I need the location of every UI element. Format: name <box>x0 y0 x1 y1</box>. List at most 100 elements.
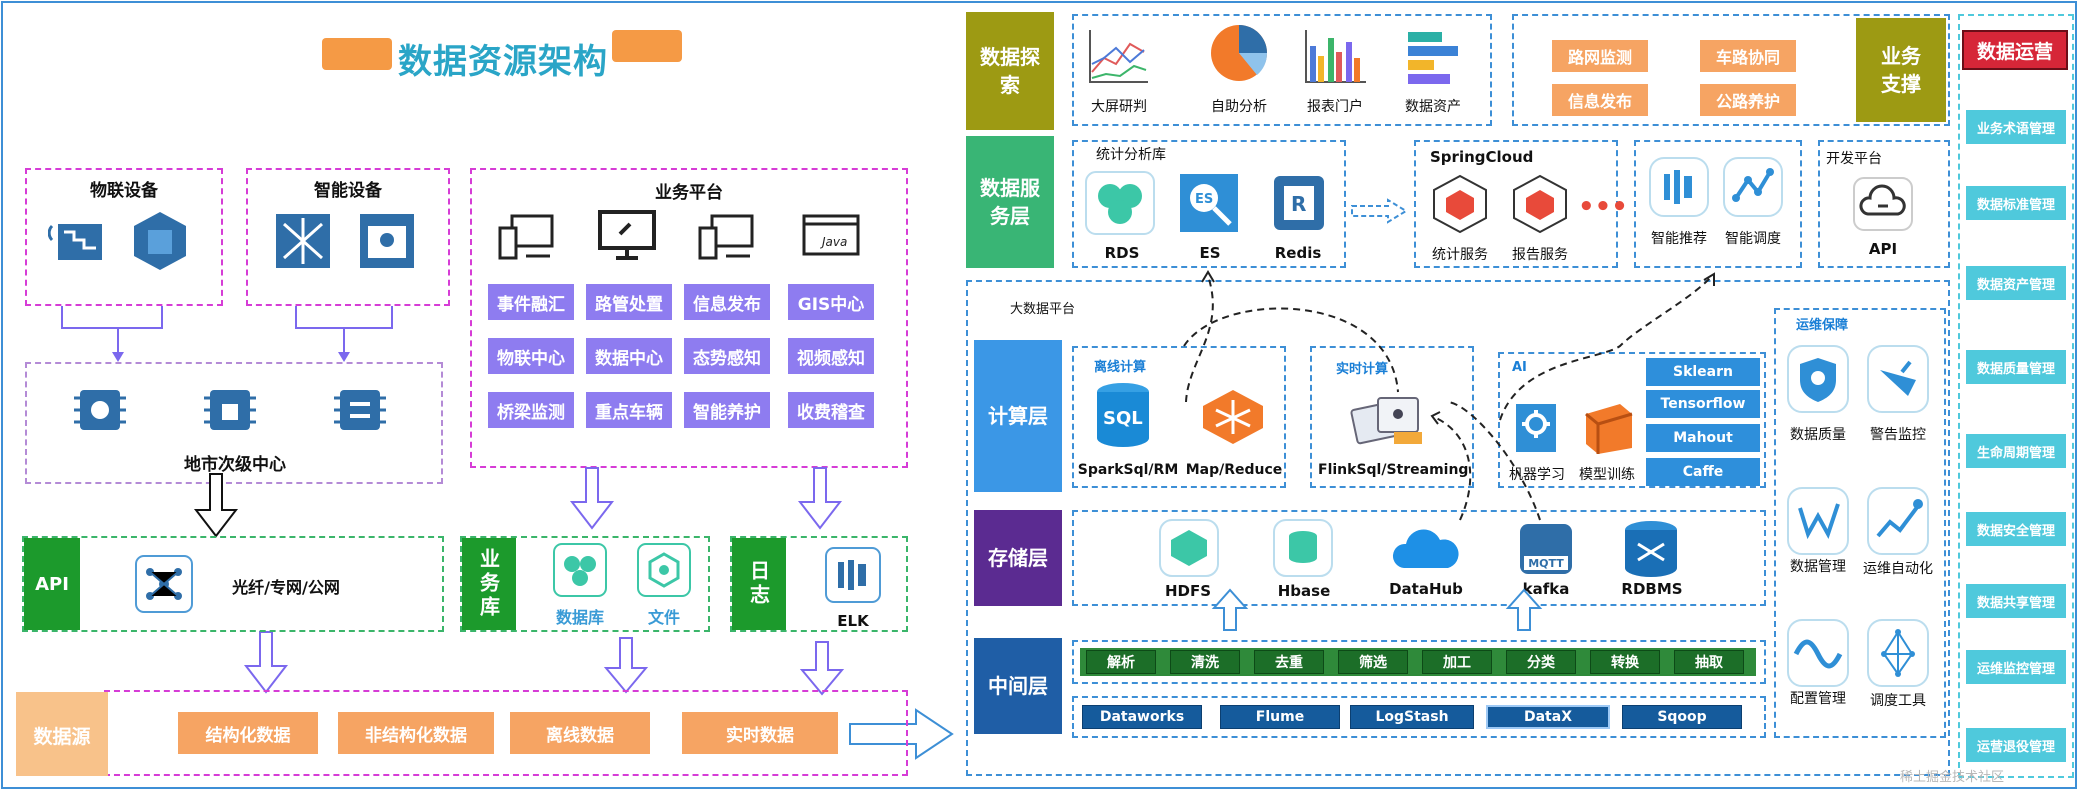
stat-item: RDS <box>1104 244 1140 262</box>
stat-lib-box <box>1072 140 1346 268</box>
operation-item[interactable]: 业务术语管理 <box>1966 110 2066 144</box>
iot-sensor-icon <box>48 224 102 260</box>
biz-support-box <box>1512 14 1950 126</box>
api-cloud-icon <box>1853 177 1913 231</box>
java-window-icon: Java <box>802 214 860 256</box>
svg-text:R: R <box>1291 192 1306 216</box>
biz-chip[interactable]: 重点车辆 <box>586 392 672 428</box>
middle-op-chip[interactable]: 抽取 <box>1674 650 1744 674</box>
middle-op-chip[interactable]: 筛选 <box>1338 650 1408 674</box>
elk-icon <box>825 547 881 603</box>
biz-chip[interactable]: 事件融汇 <box>488 284 574 320</box>
operation-item[interactable]: 数据质量管理 <box>1966 350 2066 384</box>
biz-chip[interactable]: 桥梁监测 <box>488 392 574 428</box>
operation-item[interactable]: 数据共享管理 <box>1966 584 2066 618</box>
middle-layer: 中间层 <box>974 638 1062 734</box>
phone-desktop-icon <box>698 214 754 260</box>
ops-guard-item: 警告监控 <box>1870 427 1926 443</box>
ai-item: 机器学习 <box>1509 467 1565 483</box>
operation-item[interactable]: 数据安全管理 <box>1966 512 2066 546</box>
ops-guard-item: 调度工具 <box>1870 693 1926 709</box>
biz-chip[interactable]: GIS中心 <box>788 284 874 320</box>
operation-title: 数据运营 <box>1962 30 2068 70</box>
database-label: 数据库 <box>555 608 604 627</box>
biz-chip[interactable]: 收费稽查 <box>788 392 874 428</box>
ai-chip[interactable]: Tensorflow <box>1646 390 1760 418</box>
middle-tool-chip[interactable]: DataX <box>1486 705 1610 729</box>
middle-op-chip[interactable]: 加工 <box>1422 650 1492 674</box>
source-label-box <box>16 692 108 776</box>
api-item: API <box>1868 240 1898 258</box>
compute-layer: 计算层 <box>974 340 1062 492</box>
iot-devices-box <box>25 168 223 306</box>
stat-item: ES <box>1199 244 1221 262</box>
source-chip[interactable]: 离线数据 <box>510 712 650 754</box>
middle-tool-chip[interactable]: Dataworks <box>1082 705 1202 729</box>
operation-item[interactable]: 数据资产管理 <box>1966 266 2066 300</box>
biz-chip[interactable]: 物联中心 <box>488 338 574 374</box>
biz-support-chip[interactable]: 车路协同 <box>1700 40 1796 72</box>
file-label: 文件 <box>647 608 680 627</box>
smart-router-icon <box>276 214 330 268</box>
svg-text:Java: Java <box>820 235 847 249</box>
middle-op-chip[interactable]: 解析 <box>1086 650 1156 674</box>
ai-chip[interactable]: Caffe <box>1646 458 1760 486</box>
spring-item: 统计服务 <box>1432 247 1488 263</box>
middle-tool-chip[interactable]: LogStash <box>1350 705 1474 729</box>
storage-box <box>1072 510 1766 606</box>
monitor-icon <box>598 210 656 260</box>
biz-platform-box <box>470 168 908 468</box>
network-hub-icon <box>135 555 193 613</box>
api-label: API <box>24 538 80 630</box>
scheduler-tool-icon <box>1867 619 1929 687</box>
bar-chart-icon <box>1305 30 1366 83</box>
data-manage-icon <box>1787 487 1849 555</box>
source-chip[interactable]: 结构化数据 <box>178 712 318 754</box>
biz-chip[interactable]: 智能养护 <box>684 392 770 428</box>
middle-tool-chip[interactable]: Sqoop <box>1622 705 1742 729</box>
middle-tool-chip[interactable]: Flume <box>1220 705 1340 729</box>
springcloud-label: SpringCloud <box>1430 148 1534 166</box>
ai-chip[interactable]: Sklearn <box>1646 358 1760 386</box>
operation-item[interactable]: 运营退役管理 <box>1966 728 2066 762</box>
springcloud-box <box>1414 140 1618 268</box>
biz-chip[interactable]: 路管处置 <box>586 284 672 320</box>
middle-tools-box <box>1072 696 1766 738</box>
source-chip[interactable]: 非结构化数据 <box>338 712 494 754</box>
smart-item: 智能推荐 <box>1651 231 1707 247</box>
biz-support-chip[interactable]: 公路养护 <box>1700 84 1796 116</box>
biz-chip[interactable]: 视频感知 <box>788 338 874 374</box>
left-arrows <box>193 467 954 760</box>
operation-item[interactable]: 生命周期管理 <box>1966 434 2066 468</box>
explore-item: 自助分析 <box>1211 99 1267 115</box>
spring-item: 报告服务 <box>1512 247 1568 263</box>
data-asset-icon <box>1408 32 1458 84</box>
middle-op-chip[interactable]: 转换 <box>1590 650 1660 674</box>
title-badge-right <box>612 30 682 62</box>
operation-item[interactable]: 运维监控管理 <box>1966 650 2066 684</box>
biz-support-chip[interactable]: 路网监测 <box>1552 40 1648 72</box>
operation-item[interactable]: 数据标准管理 <box>1966 186 2066 220</box>
offline-item: Map/Reduce <box>1185 462 1283 478</box>
flink-icon <box>1350 397 1422 445</box>
redis-icon: R <box>1274 176 1324 230</box>
realtime-item: FlinkSql/Streaming <box>1318 462 1469 478</box>
biz-chip[interactable]: 数据中心 <box>586 338 672 374</box>
mapreduce-icon <box>1203 390 1263 444</box>
api-box <box>22 536 444 632</box>
middle-op-chip[interactable]: 分类 <box>1506 650 1576 674</box>
middle-op-chip[interactable]: 去重 <box>1254 650 1324 674</box>
network-label: 光纤/专网/公网 <box>232 578 340 597</box>
rdbms-icon <box>1625 521 1677 577</box>
middle-op-chip[interactable]: 清洗 <box>1170 650 1240 674</box>
biz-chip[interactable]: 信息发布 <box>684 284 770 320</box>
more-dots: ••• <box>1578 192 1628 222</box>
bigdata-box <box>966 280 1950 776</box>
ai-chip[interactable]: Mahout <box>1646 424 1760 452</box>
biz-chip[interactable]: 态势感知 <box>684 338 770 374</box>
biz-support-chip[interactable]: 信息发布 <box>1552 84 1648 116</box>
source-chip[interactable]: 实时数据 <box>682 712 838 754</box>
center-label: 地市次级中心 <box>184 455 286 475</box>
ops-guard-box <box>1774 308 1946 738</box>
